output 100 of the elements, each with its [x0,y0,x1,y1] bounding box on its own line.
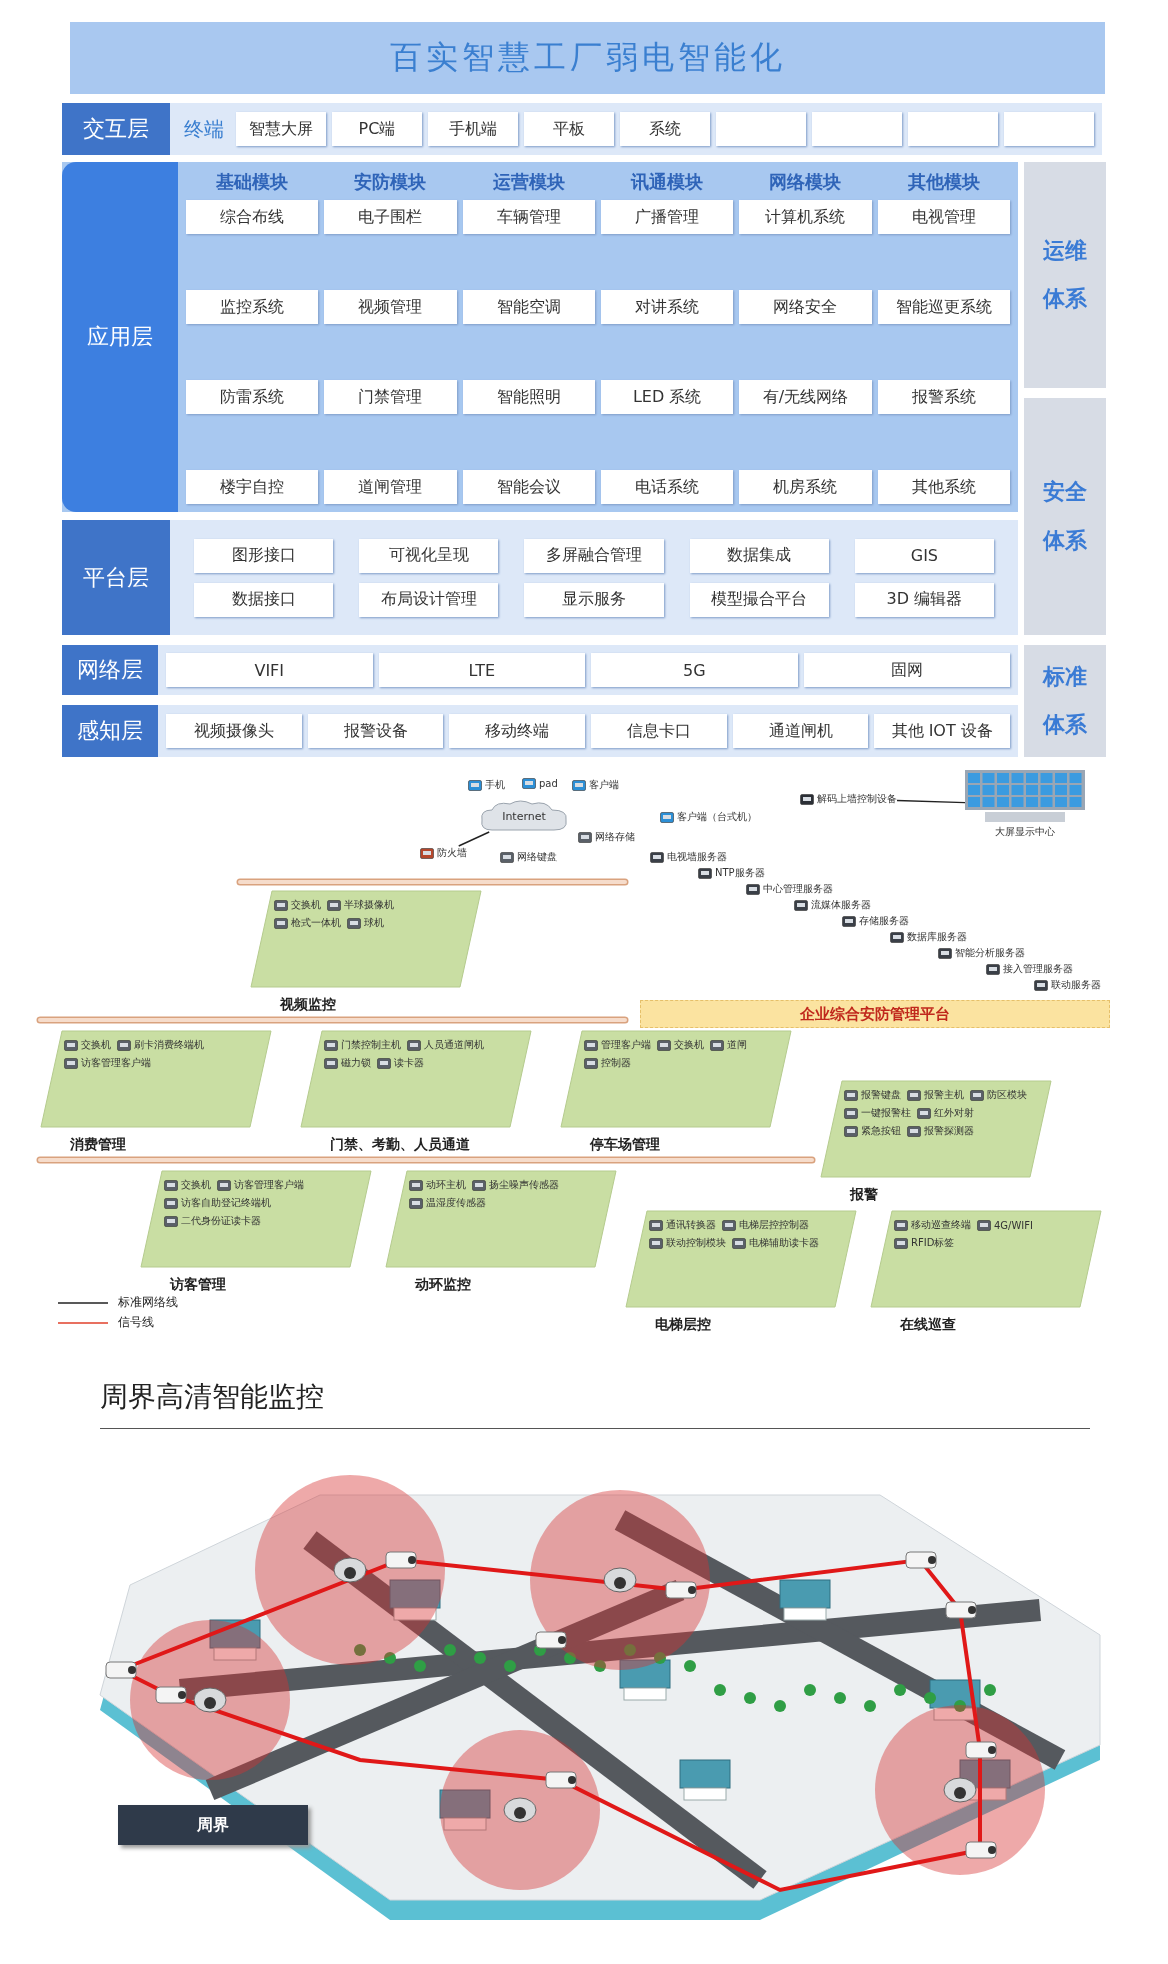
item-box: VIFI [166,653,373,687]
device-label: 网络键盘 [517,850,557,864]
device-label: 读卡器 [394,1056,424,1070]
section-tag: 周界 [118,1805,308,1845]
item-box: 视频管理 [324,290,457,324]
connector-line [896,799,966,804]
item-box: 电话系统 [601,470,734,504]
layer-panel [62,645,1018,695]
module-heading: 安防模块 [353,170,428,194]
item-box: 综合布线 [186,200,319,234]
item-box: 监控系统 [186,290,319,324]
module-heading: 其他模块 [906,170,981,194]
device-label: 中心管理服务器 [763,882,833,896]
device-label: 交换机 [674,1038,704,1052]
item-box: 5G [591,653,798,687]
device-label: 4G/WIFI [994,1219,1034,1231]
layer-tab: 交互层 [62,103,170,155]
layer-tab: 应用层 [62,162,178,512]
device-label: 访客自助登记终端机 [181,1196,271,1210]
item-box: LED 系统 [601,380,734,414]
title-banner: 百实智慧工厂弱电智能化 [70,22,1105,94]
device-label: 客户端 [589,778,619,792]
device-label: 报警探测器 [924,1124,974,1138]
layer-tab: 感知层 [62,705,158,757]
item-box: 机房系统 [739,470,872,504]
connector-line [458,831,490,847]
zone-label: 在线巡查 [900,1316,956,1334]
device-label: 刷卡消费终端机 [134,1038,204,1052]
item-box: 可视化呈现 [359,538,499,573]
device-label: 扬尘噪声传感器 [489,1178,559,1192]
item-box: 电视管理 [877,200,1010,234]
zone-label: 电梯层控 [655,1316,711,1334]
device-label: 交换机 [291,898,321,912]
device-label: 交换机 [181,1178,211,1192]
layer-tab: 平台层 [62,520,170,635]
device-label: 联动服务器 [1051,978,1101,992]
device-label: 电梯辅助读卡器 [749,1236,819,1250]
device-label: 智能分析服务器 [955,946,1025,960]
item-box: 智能巡更系统 [877,290,1010,324]
device-label: 网络存储 [595,830,635,844]
item-box: 模型撮合平台 [689,582,829,617]
item-box: 平板 [524,112,614,146]
device-label: 大屏显示中心 [995,825,1055,839]
item-box: 楼宇自控 [186,470,319,504]
item-box: 其他 IOT 设备 [874,714,1011,748]
device-label: 解码上墙控制设备 [817,792,897,806]
device-label: 数据库服务器 [907,930,967,944]
device-label: 防火墙 [437,846,467,860]
module-heading: 网络模块 [768,170,843,194]
device-label: 手机 [485,778,505,792]
device-label: 存储服务器 [859,914,909,928]
item-box: 网络安全 [739,290,872,324]
item-box: 布局设计管理 [359,582,499,617]
empty-box [716,112,806,146]
device-label: 温湿度传感器 [426,1196,486,1210]
device-label: 访客管理客户端 [81,1056,151,1070]
device-label: 报警主机 [924,1088,964,1102]
device-label: RFID标签 [911,1236,955,1250]
item-box: 图形接口 [194,538,334,573]
zone-label: 消费管理 [70,1136,126,1154]
item-box: 系统 [620,112,710,146]
item-box: 固网 [803,653,1010,687]
zone-label: 门禁、考勤、人员通道 [330,1136,470,1154]
device-label: 访客管理客户端 [234,1178,304,1192]
item-box: 智能会议 [462,470,595,504]
empty-box [908,112,998,146]
item-box: 计算机系统 [739,200,872,234]
item-box: 3D 编辑器 [854,582,994,617]
device-label: 客户端（台式机） [677,810,757,824]
device-label: 枪式一体机 [291,916,341,930]
item-box: 智能空调 [462,290,595,324]
layer-panel [62,103,1102,155]
device-label: 磁力锁 [341,1056,371,1070]
item-box: 多屏融合管理 [524,538,664,573]
row-heading: 终端 [183,115,225,143]
section-heading: 周界高清智能监控 [100,1379,324,1415]
layer-panel [62,520,1018,635]
device-label: 报警键盘 [861,1088,901,1102]
device-label: 人员通道闸机 [424,1038,484,1052]
item-box: 通道闸机 [732,714,869,748]
device-label: 门禁控制主机 [341,1038,401,1052]
device-label: 电梯层控控制器 [739,1218,809,1232]
zone-label: 停车场管理 [590,1136,660,1154]
empty-box [1004,112,1094,146]
zone-label: 动环监控 [415,1276,471,1294]
item-box: 道闸管理 [324,470,457,504]
device-label: 防区模块 [987,1088,1027,1102]
item-box: LTE [378,653,585,687]
item-box: 智能照明 [462,380,595,414]
item-box: 视频摄像头 [166,714,302,748]
item-box: 车辆管理 [462,200,595,234]
device-label: 交换机 [81,1038,111,1052]
device-label: 动环主机 [426,1178,466,1192]
device-label: 流媒体服务器 [811,898,871,912]
legend-label: 信号线 [118,1314,154,1331]
item-box: 移动终端 [449,714,585,748]
item-box: 数据接口 [194,582,334,617]
device-label: pad [539,778,558,789]
item-box: 报警系统 [877,380,1010,414]
legend-label: 标准网络线 [118,1294,178,1311]
